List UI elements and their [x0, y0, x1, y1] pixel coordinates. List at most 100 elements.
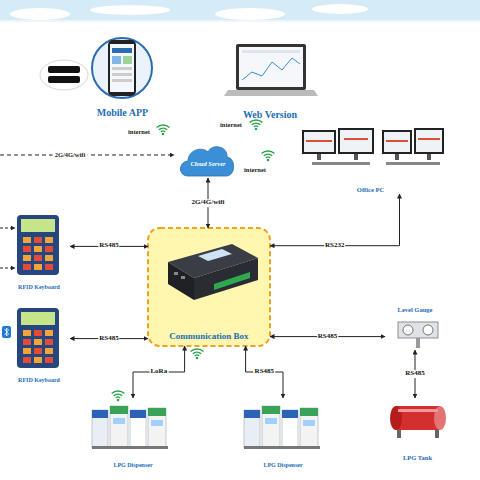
top-banner: [0, 0, 480, 22]
connector-label: RS232: [324, 242, 345, 250]
office-pc-monitors: [384, 132, 410, 152]
communication-box-device: [168, 244, 258, 300]
node-label: Cloud Server: [190, 160, 225, 167]
connector-label: RS485: [317, 333, 338, 341]
link-note: internet: [220, 121, 242, 128]
level-gauge-device: [398, 322, 438, 338]
laptop-icon: [224, 90, 318, 96]
rfid-keyboard-node: RFID Keyboard: [8, 305, 70, 385]
cloud-server-node: Cloud Server: [178, 138, 238, 178]
office-pc-monitors: [416, 130, 442, 152]
communication-box-device: [198, 249, 232, 261]
connector-label: RS485: [254, 368, 275, 376]
cloud-shape: [181, 147, 234, 176]
office-pc-monitors: [338, 128, 374, 154]
mobile-phone-icon: [112, 79, 132, 82]
mobile-phone-icon: [112, 48, 132, 53]
mobile-phone-icon: [112, 56, 121, 64]
level-gauge-device: [416, 338, 420, 348]
mobile-phone-icon: [110, 44, 134, 92]
lpg-tank-cylinder: [390, 406, 446, 438]
rfid-keyboard-device: [17, 215, 59, 275]
office-pc-monitors: [344, 138, 368, 140]
communication-box-device: [214, 272, 250, 290]
level-gauge-node: Level Gauge: [385, 305, 445, 350]
laptop-icon: [239, 47, 303, 87]
office-pc-monitors: [382, 130, 412, 154]
node-label: RFID Keyboard: [18, 377, 60, 384]
communication-box-device: [168, 262, 194, 300]
bluetooth-icon: [2, 326, 11, 338]
wifi-symbol: [262, 151, 275, 161]
connector-line: [133, 346, 185, 398]
office-pc-monitors: [386, 140, 408, 142]
office-pc-monitors: [306, 140, 332, 142]
top-banner: [90, 5, 170, 15]
node-label: LPG Tank: [403, 454, 432, 461]
level-gauge-device: [398, 322, 438, 348]
mobile-phone-icon: [92, 38, 152, 98]
communication-box-device: [194, 258, 258, 300]
lpg-dispenser-machines: [92, 406, 168, 449]
top-banner: [312, 4, 368, 14]
web-version-node: Web Version: [225, 40, 315, 120]
top-banner: [215, 8, 285, 20]
link-note: 2G/4G/wifi: [53, 151, 88, 158]
node-label: RFID Keyboard: [18, 284, 60, 291]
laptop-icon: [242, 58, 300, 80]
mobile-phone-icon: [112, 73, 132, 76]
communication-box-frame: [148, 228, 270, 346]
bluetooth-icon: [5, 328, 9, 336]
connector-label: RS485: [98, 243, 119, 251]
mobile-phone-icon: [112, 67, 132, 70]
node-label: LPG Dispenser: [263, 462, 302, 469]
wifi-symbol: [250, 120, 263, 130]
laptop-icon: [242, 50, 300, 53]
wifi-symbol: [112, 391, 125, 401]
office-pc-monitors: [418, 138, 440, 140]
rfid-keyboard-device: [17, 215, 59, 368]
communication-box-node: Communication Box: [148, 228, 270, 346]
connector-label: 2G/4G/wifi: [190, 199, 225, 207]
app-store-badges: [48, 76, 80, 83]
top-banner: [0, 0, 480, 22]
office-pc-monitors: [340, 130, 372, 152]
mobile-phone-icon: [123, 56, 132, 64]
lpg-dispenser-node: LPG Dispenser: [88, 398, 178, 470]
office-pc-monitors: [395, 154, 399, 160]
wifi-symbol: [157, 125, 170, 135]
rfid-keyboard-device: [17, 308, 59, 368]
lpg-tank-node: LPG Tank: [380, 398, 455, 462]
connector-line: [246, 346, 283, 398]
lpg-tank-cylinder: [398, 409, 438, 412]
bluetooth-icon: [2, 326, 11, 338]
mobile-phone-icon: [108, 40, 136, 96]
app-store-badges: [48, 66, 80, 73]
level-gauge-device: [403, 325, 413, 335]
node-label: Level Gauge: [398, 306, 433, 313]
incoming-dashed-arrow: [0, 268, 15, 269]
mobile-phone-icon: [92, 38, 152, 98]
node-label: Mobile APP: [97, 107, 148, 118]
top-banner: [10, 8, 70, 20]
link-note: internet: [244, 166, 266, 173]
connector-label: RS485: [404, 370, 425, 378]
office-pc-monitors: [302, 130, 336, 154]
incoming-dashed-arrow: [0, 228, 15, 229]
node-label: Web Version: [243, 109, 297, 120]
office-pc-monitors: [354, 154, 358, 160]
level-gauge-device: [423, 325, 433, 335]
node-label: Office PC: [357, 186, 384, 193]
laptop-icon: [224, 44, 318, 96]
connector-label: LoRa: [149, 368, 168, 376]
mobile-app-node: Mobile APP: [85, 34, 160, 118]
connector-line: [270, 194, 400, 246]
app-store-badges: [40, 60, 88, 90]
lpg-tank-cylinder: [396, 406, 440, 430]
connector-label: RS485: [98, 335, 119, 343]
office-pc-monitors: [304, 132, 334, 152]
laptop-icon: [236, 44, 306, 90]
